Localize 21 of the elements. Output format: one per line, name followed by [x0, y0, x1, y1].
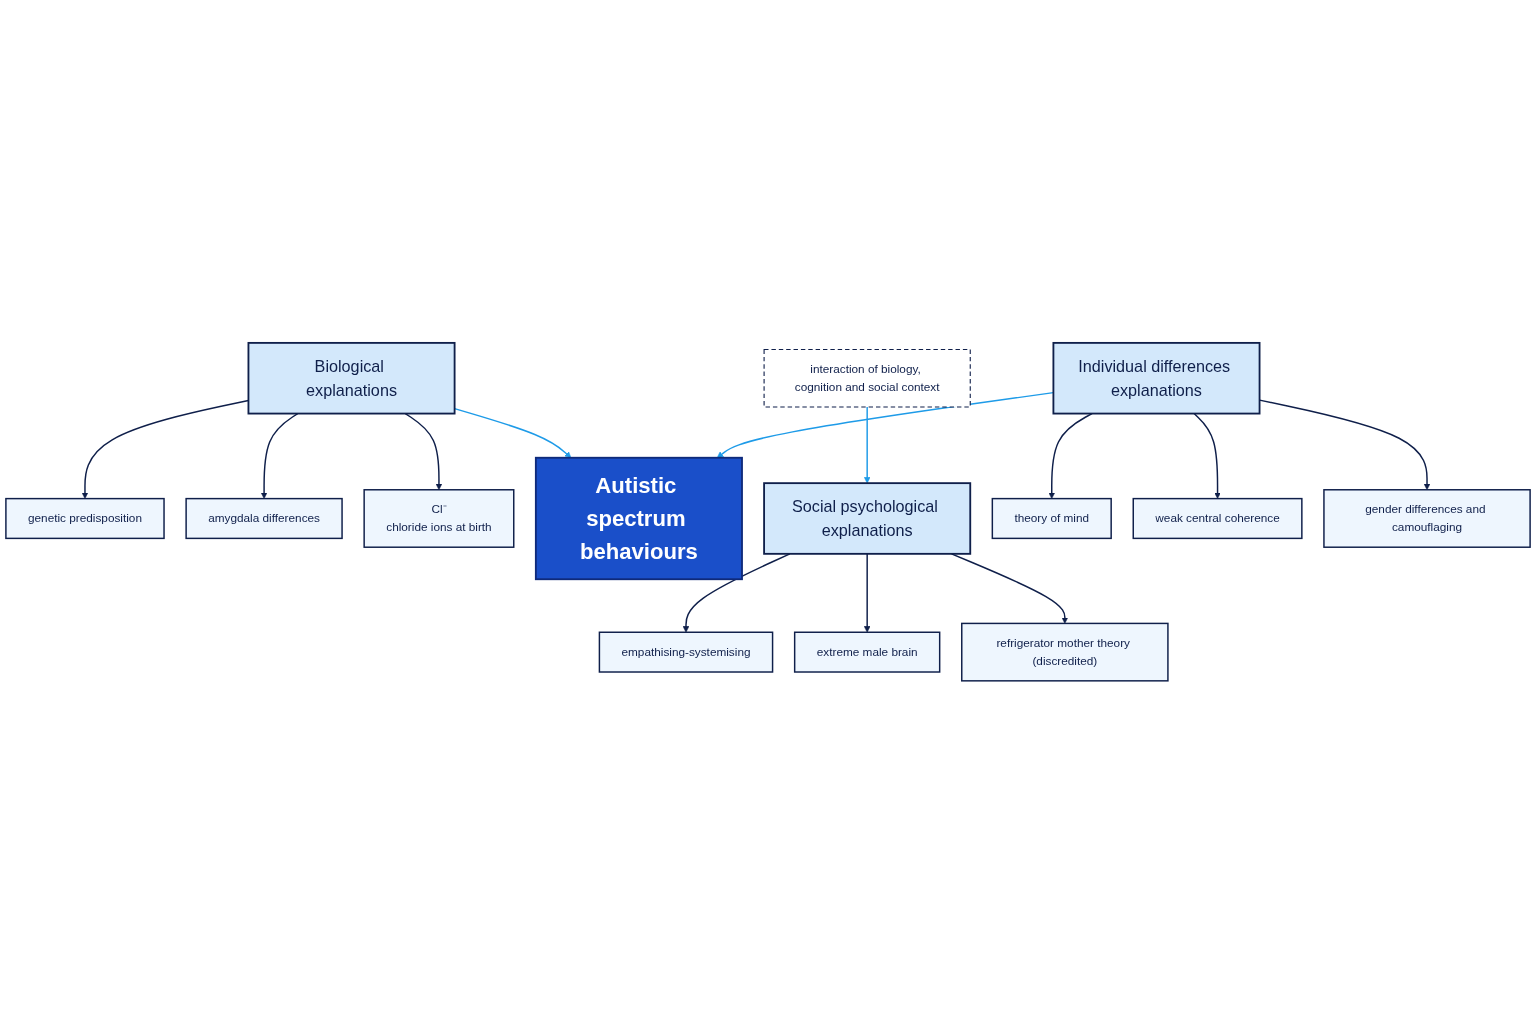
node-box: interaction of biology, cognition and social context — [763, 349, 971, 408]
arrow — [1193, 412, 1221, 500]
node-box: empathising-systemising — [598, 631, 774, 673]
node-box: weak central coherence — [1132, 498, 1303, 540]
node-box: Social psychological explanations — [763, 482, 972, 555]
node-box: extreme male brain — [793, 631, 941, 673]
node-box: Autistic spectrum behaviours — [534, 456, 743, 581]
node-box: amygdala differences — [185, 498, 343, 540]
arrow — [863, 406, 871, 484]
arrow — [863, 553, 871, 633]
arrow — [404, 412, 443, 491]
node-box: refrigerator mother theory (discredited) — [961, 622, 1169, 682]
arrow — [260, 412, 299, 500]
node-box: genetic predisposition — [5, 498, 165, 540]
arrow — [1048, 412, 1093, 500]
arrow — [682, 553, 791, 633]
node-box: Biological explanations — [247, 342, 456, 415]
node-box: Individual differences explanations — [1052, 342, 1261, 415]
node-box: Cl⁻ chloride ions at birth — [363, 489, 515, 549]
node-box: gender differences and camouflaging — [1323, 489, 1531, 549]
node-box: theory of mind — [991, 498, 1112, 540]
